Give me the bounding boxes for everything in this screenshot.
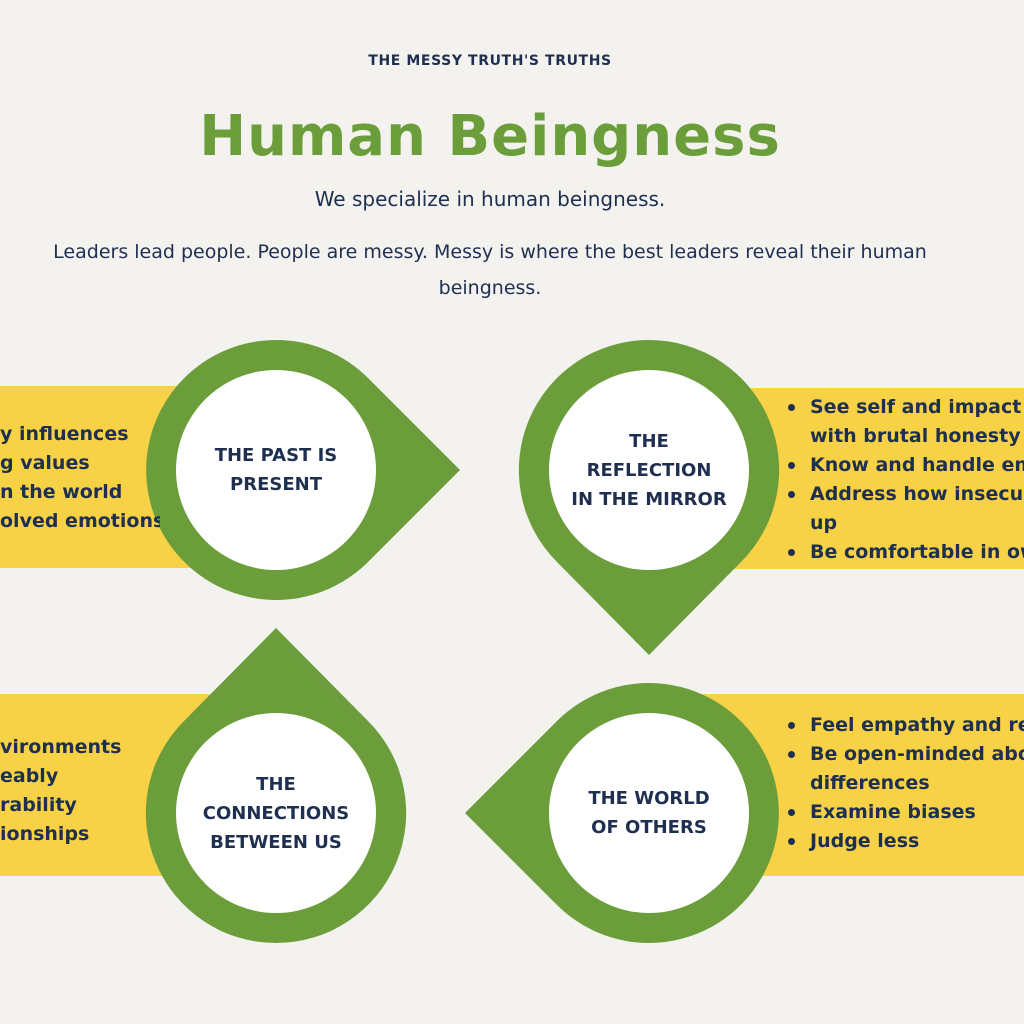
- description: Leaders lead people. People are messy. M…: [53, 241, 927, 299]
- label-mirror: THE REFLECTION IN THE MIRROR: [571, 430, 727, 510]
- others-list: Feel empathy and re Be open-minded abo d…: [784, 711, 1024, 856]
- list-item: Be comfortable in ow: [784, 538, 1024, 567]
- list-item: See self and impact o: [784, 393, 1024, 422]
- list-item: Feel empathy and re: [784, 711, 1024, 740]
- list-item: Address how insecur: [784, 480, 1024, 509]
- list-item: Be open-minded abo: [784, 740, 1024, 769]
- list-item: vironments: [0, 736, 122, 758]
- mirror-list: See self and impact o with brutal honest…: [784, 393, 1024, 567]
- subtitle: We specialize in human beingness.: [314, 187, 666, 211]
- page-title: Human Beingness: [199, 104, 781, 169]
- others-teardrop: [465, 682, 779, 943]
- eyebrow-label: THE MESSY TRUTH'S TRUTHS: [368, 53, 612, 69]
- connections-list: vironments eably rability ionships: [0, 733, 160, 849]
- label-past: THE PAST IS PRESENT: [214, 445, 338, 495]
- list-item-continuation: differences: [810, 772, 930, 794]
- list-item: olved emotions: [0, 510, 160, 532]
- past-list: y influences g values n the world olved …: [0, 420, 160, 536]
- mirror-teardrop: [518, 339, 780, 655]
- list-item: Examine biases: [784, 798, 1024, 827]
- list-item: Know and handle em: [784, 451, 1024, 480]
- list-item-continuation: up: [810, 512, 838, 534]
- list-item-continuation: with brutal honesty: [810, 425, 1021, 447]
- list-item: ionships: [0, 823, 90, 845]
- list-item: Judge less: [784, 827, 1024, 856]
- label-connections: THE CONNECTIONS BETWEEN US: [202, 773, 350, 853]
- list-item: n the world: [0, 481, 123, 503]
- label-others: THE WORLD OF OTHERS: [588, 788, 710, 838]
- list-item: rability: [0, 794, 77, 816]
- list-item: eably: [0, 765, 59, 787]
- list-item: g values: [0, 452, 90, 474]
- connections-teardrop: [145, 628, 407, 944]
- list-item: y influences: [0, 423, 129, 445]
- past-teardrop: [146, 339, 460, 600]
